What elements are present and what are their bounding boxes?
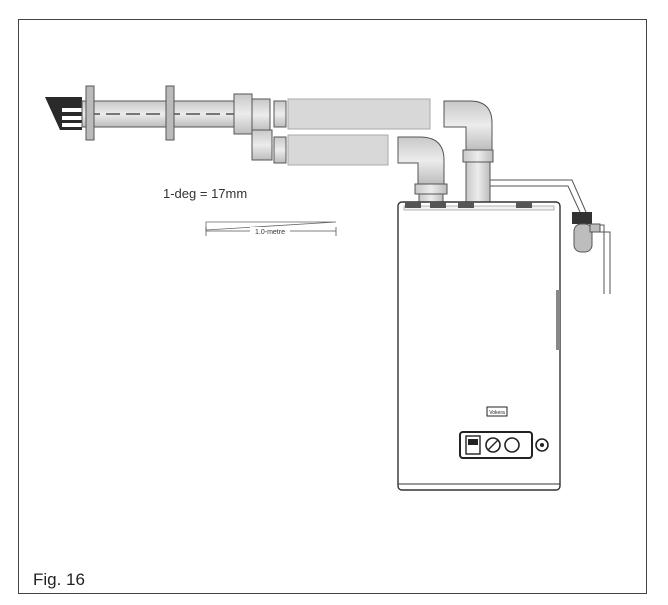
control-panel — [459, 431, 549, 459]
slope-note: 1-deg = 17mm — [163, 186, 248, 201]
slope-indicator: 1.0-metre — [205, 221, 337, 236]
condensate-trap — [572, 212, 601, 253]
brand-badge-text: Vokera — [489, 410, 505, 416]
lower-extension-pipe — [273, 134, 448, 205]
ruler-label: 1.0-metre — [255, 229, 285, 236]
flue-terminal — [45, 97, 82, 130]
figure-caption: Fig. 16 — [33, 570, 85, 589]
boiler-body — [397, 201, 561, 491]
pressure-gauge-icon — [504, 437, 520, 453]
upper-extension-pipe — [273, 98, 494, 203]
figure-frame — [18, 19, 647, 594]
brand-badge: Vokera — [486, 406, 508, 417]
horizontal-flue-pipe — [81, 85, 273, 161]
